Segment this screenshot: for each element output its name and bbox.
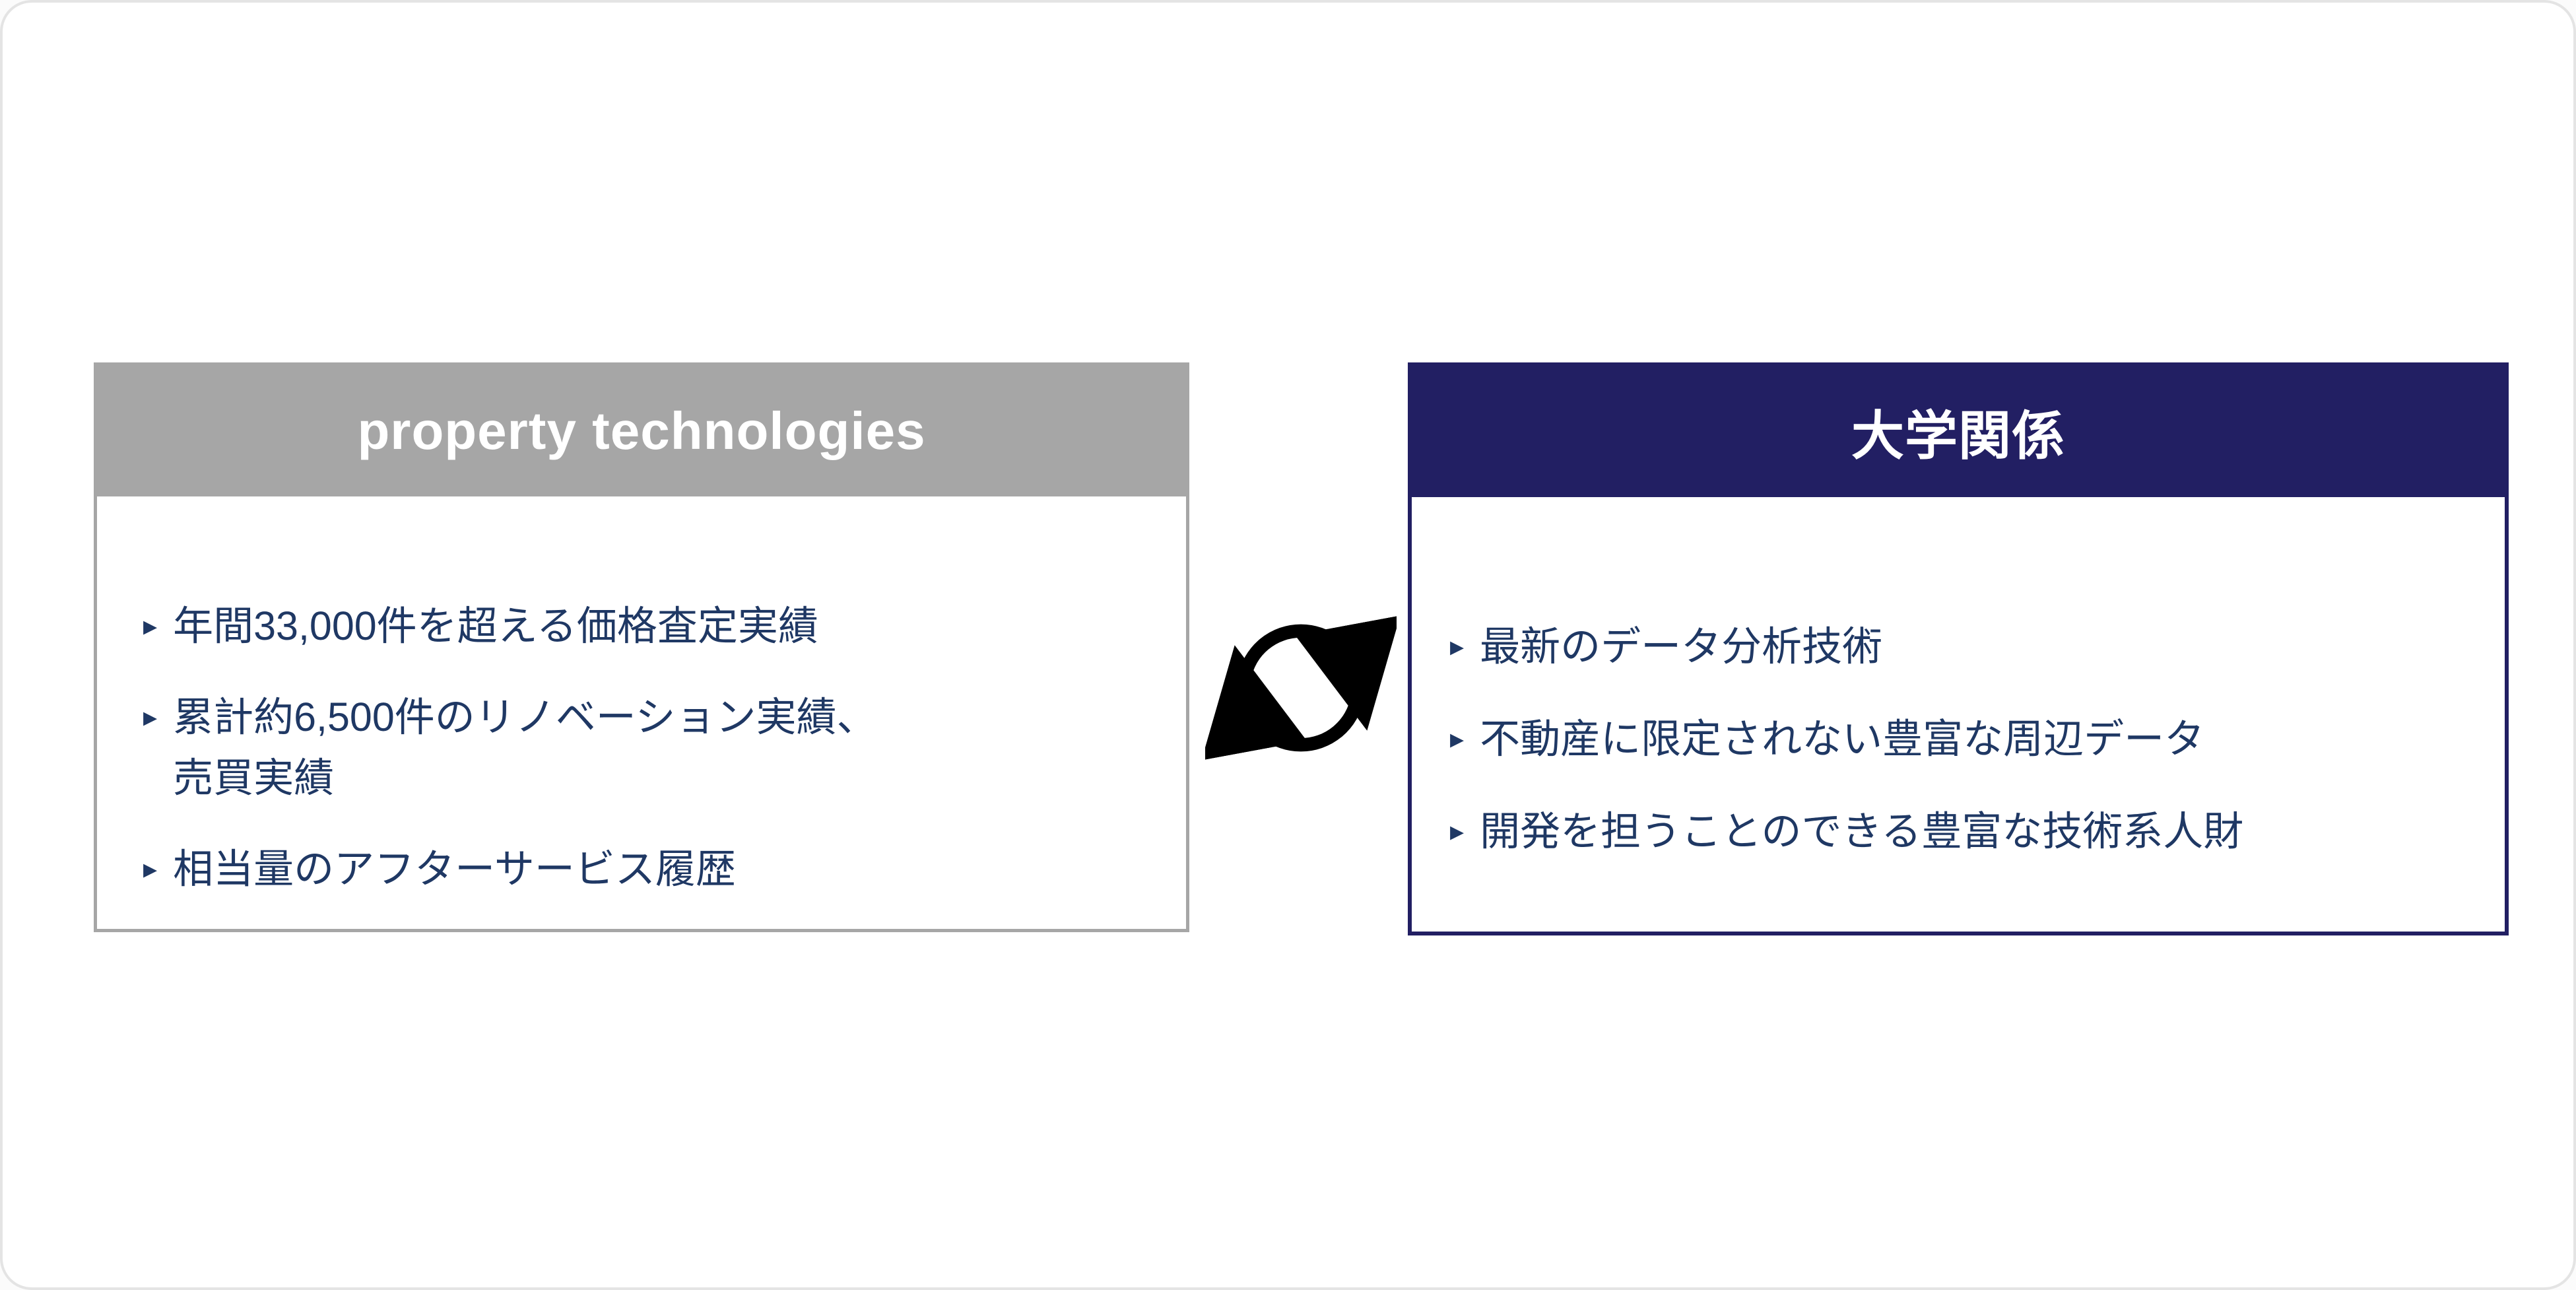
- list-item: ▸ 不動産に限定されない豊富な周辺データ: [1450, 708, 2478, 769]
- list-item: ▸ 相当量のアフターサービス履歴: [143, 838, 1153, 899]
- triangle-bullet-icon: ▸: [1450, 723, 1465, 754]
- triangle-bullet-icon: ▸: [1450, 630, 1465, 662]
- list-item: ▸ 最新のデータ分析技術: [1450, 616, 2478, 677]
- list-item-text: 不動産に限定されない豊富な周辺データ: [1480, 716, 2205, 761]
- list-item: ▸ 開発を担うことのできる豊富な技術系人財: [1450, 801, 2478, 862]
- list-item: ▸ 累計約6,500件のリノベーション実績、 売買実績: [143, 687, 1153, 808]
- list-item-text: 年間33,000件を超える価格査定実績: [173, 603, 818, 648]
- panel-body-university: ▸ 最新のデータ分析技術 ▸ 不動産に限定されない豊富な周辺データ ▸ 開発を担…: [1412, 497, 2505, 932]
- triangle-bullet-icon: ▸: [143, 853, 158, 884]
- triangle-bullet-icon: ▸: [1450, 815, 1465, 846]
- cycle-arrows-icon: [1201, 592, 1401, 784]
- list-item-text: 開発を担うことのできる豊富な技術系人財: [1480, 809, 2244, 854]
- list-item-text: 相当量のアフターサービス履歴: [173, 846, 736, 891]
- list-item-text: 最新のデータ分析技術: [1480, 624, 1883, 669]
- triangle-bullet-icon: ▸: [143, 701, 158, 732]
- triangle-bullet-icon: ▸: [143, 610, 158, 641]
- panel-university: 大学関係 ▸ 最新のデータ分析技術 ▸ 不動産に限定されない豊富な周辺データ ▸…: [1408, 362, 2509, 935]
- panel-body-property-technologies: ▸ 年間33,000件を超える価格査定実績 ▸ 累計約6,500件のリノベーショ…: [97, 496, 1186, 929]
- panel-title-university: 大学関係: [1412, 366, 2505, 497]
- list-item-text: 累計約6,500件のリノベーション実績、 売買実績: [173, 695, 877, 800]
- panel-title-property-technologies: property technologies: [97, 366, 1186, 496]
- panel-property-technologies: property technologies ▸ 年間33,000件を超える価格査…: [94, 362, 1189, 932]
- list-item: ▸ 年間33,000件を超える価格査定実績: [143, 595, 1153, 656]
